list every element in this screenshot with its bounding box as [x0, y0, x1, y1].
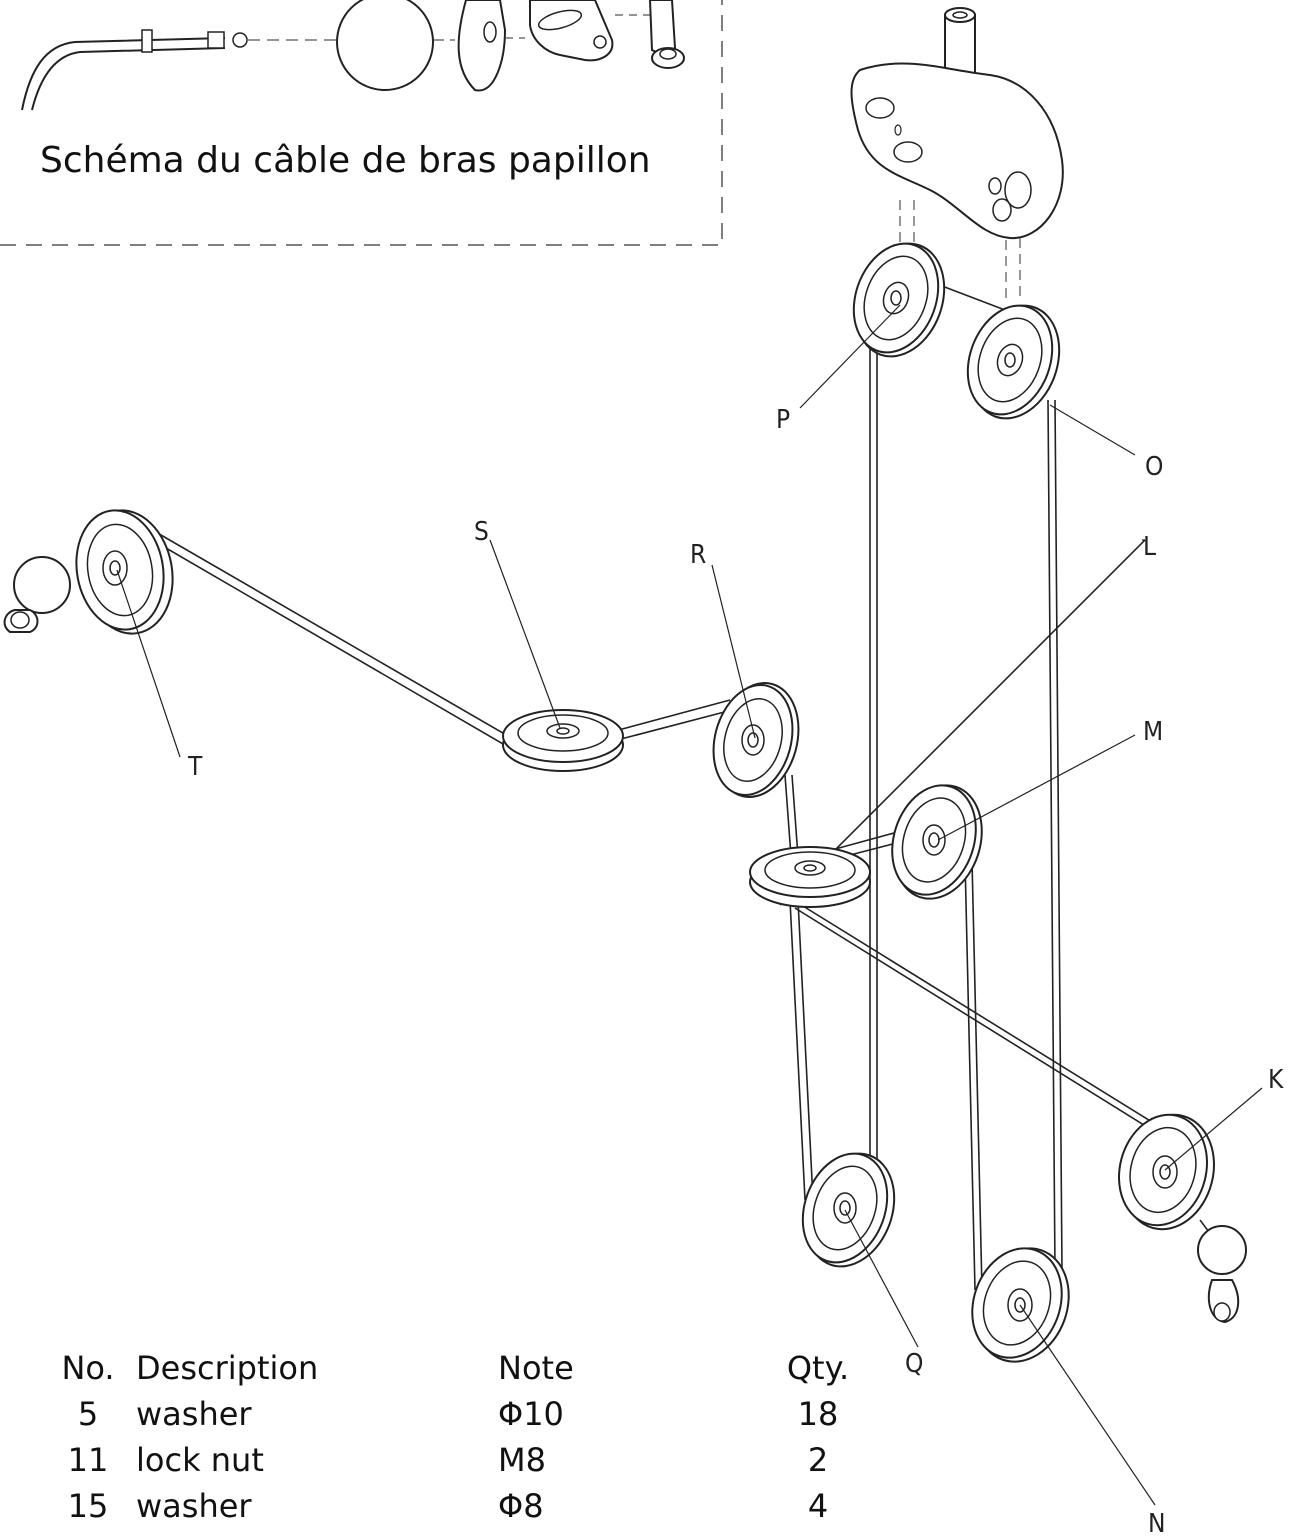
callout-T: T — [187, 752, 203, 782]
callout-R: R — [690, 540, 706, 570]
row-note: M8 — [498, 1441, 546, 1479]
pulley-K — [1118, 1113, 1247, 1324]
parts-table: No. Description Note Qty. 5 washer Φ10 1… — [40, 1345, 920, 1529]
table-row: 15 washer Φ8 4 — [40, 1483, 920, 1529]
header-no: No. — [61, 1349, 115, 1387]
table-row: 5 washer Φ10 18 — [40, 1391, 920, 1437]
callout-S: S — [474, 517, 489, 547]
row-no: 11 — [67, 1441, 109, 1479]
ball-stopper-icon — [336, 0, 434, 91]
pulley-N — [971, 1247, 1070, 1363]
pulley-Q — [801, 1152, 896, 1268]
row-no: 5 — [77, 1395, 99, 1433]
clevis-icon — [529, 0, 614, 62]
row-note: Φ10 — [498, 1395, 564, 1433]
row-qty: 2 — [807, 1441, 829, 1479]
header-description: Description — [136, 1349, 319, 1387]
callout-L: L — [1143, 532, 1156, 562]
inset-caption: Schéma du câble de bras papillon — [40, 140, 651, 181]
callout-O: O — [1145, 452, 1163, 482]
row-description: washer — [136, 1487, 252, 1525]
pulley-T — [3, 509, 174, 635]
callout-P: P — [776, 405, 790, 435]
header-qty: Qty. — [786, 1349, 850, 1387]
row-description: washer — [136, 1395, 252, 1433]
header-note: Note — [498, 1349, 574, 1387]
row-description: lock nut — [136, 1441, 264, 1479]
pulley-O — [966, 304, 1061, 420]
callout-M: M — [1143, 717, 1163, 747]
row-no: 15 — [67, 1487, 109, 1525]
cables — [134, 269, 1169, 1291]
row-note: Φ8 — [498, 1487, 544, 1525]
inset-panel — [0, 0, 723, 246]
leader-lines — [116, 304, 1263, 1506]
cable-end-icon — [21, 37, 226, 111]
inset-border — [0, 0, 723, 246]
pulley-L — [749, 846, 871, 908]
callout-Q: Q — [905, 1349, 923, 1379]
callout-N: N — [1148, 1509, 1166, 1539]
callout-K: K — [1268, 1065, 1284, 1095]
ball-cap-icon — [457, 0, 507, 92]
row-qty: 18 — [797, 1395, 839, 1433]
pulley-M — [891, 784, 983, 900]
pulley-S — [502, 709, 624, 772]
table-row: 11 lock nut M8 2 — [40, 1437, 920, 1483]
pulley-R — [712, 682, 800, 798]
parts-table-header: No. Description Note Qty. — [40, 1345, 920, 1391]
row-qty: 4 — [807, 1487, 829, 1525]
